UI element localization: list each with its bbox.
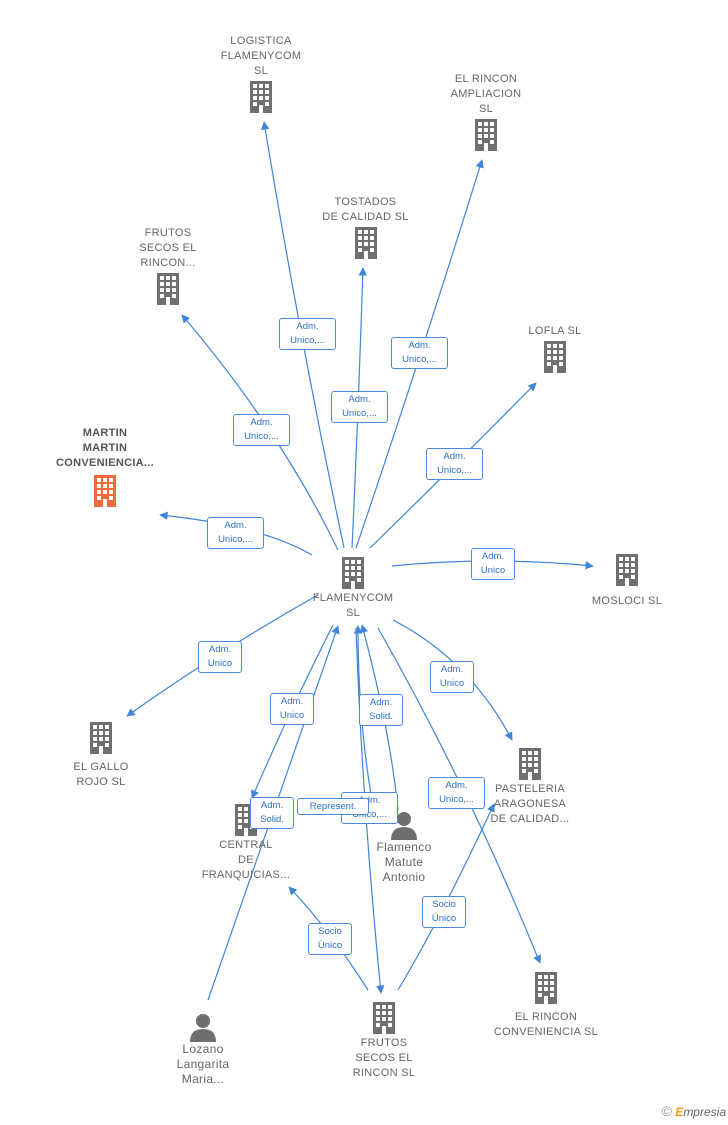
edge-label-gallo[interactable]: Adm.Unico [198,641,242,673]
node-lofla[interactable]: LOFLA SL [510,324,600,375]
building-icon [250,81,272,113]
edge-label-tostados[interactable]: Adm.Unico,... [331,391,388,423]
brand-initial: E [675,1105,684,1119]
edge-label-pasteleria[interactable]: Adm.Unico [430,661,474,693]
edge-label-martin[interactable]: Adm.Unico,... [207,517,264,549]
edge-label-rincon-conv[interactable]: Adm.Unico,... [428,777,485,809]
edge-label-mosloci[interactable]: Adm.Unico [471,548,515,580]
edge-label-logistica[interactable]: Adm.Unico,... [279,318,336,350]
edge-label-rincon-ampliacion[interactable]: Adm.Unico,... [391,337,448,369]
node-label: LOFLA SL [528,325,582,337]
building-icon [616,554,638,586]
building-icon [535,972,557,1004]
copyright-icon: © [661,1103,672,1119]
person-icon [190,1014,216,1042]
building-icon [90,722,112,754]
edge-label-frutos-top[interactable]: Adm.Unico,... [233,414,290,446]
node-label: MOSLOCI SL [591,595,663,607]
building-icon [373,1002,395,1034]
edge-label-lozano-solid[interactable]: Adm.Solid. [250,797,294,829]
edge-label-flamenco-represent[interactable]: Represent. [297,798,369,815]
building-icon [342,557,364,589]
edge-label-lofla[interactable]: Adm.Unico,... [426,448,483,480]
person-icon [391,812,417,840]
edge-label-frutos-bottom-solid[interactable]: Adm.Solid. [359,694,403,726]
edge-label-central[interactable]: Adm.Unico [270,693,314,725]
building-icon [519,748,541,780]
node-mosloci[interactable]: MOSLOCI SL [582,552,672,609]
building-icon [544,341,566,373]
building-icon [475,119,497,151]
building-icon [157,273,179,305]
empresia-watermark: © Empresia [662,1103,726,1119]
brand-name: mpresia [683,1105,726,1119]
building-icon [94,475,116,507]
building-icon [354,227,377,259]
